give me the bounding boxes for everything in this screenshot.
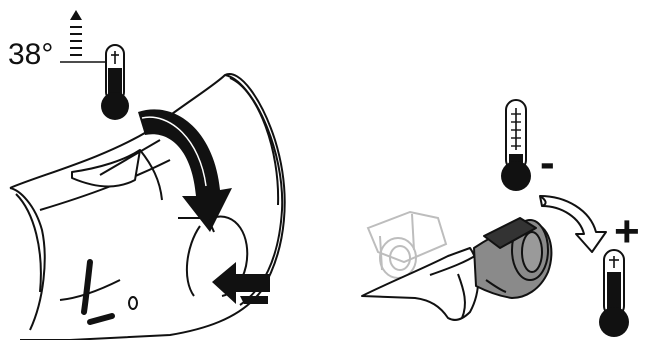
up-arrow-icon xyxy=(70,10,82,55)
temperature-label: 38° xyxy=(8,40,53,70)
decrease-sign: - xyxy=(540,143,555,183)
thermometer-icon xyxy=(599,250,629,337)
thermometer-icon xyxy=(101,45,129,120)
mixer-handle-small xyxy=(362,218,551,320)
increase-sign: + xyxy=(614,212,640,252)
thermometer-icon xyxy=(501,100,531,191)
